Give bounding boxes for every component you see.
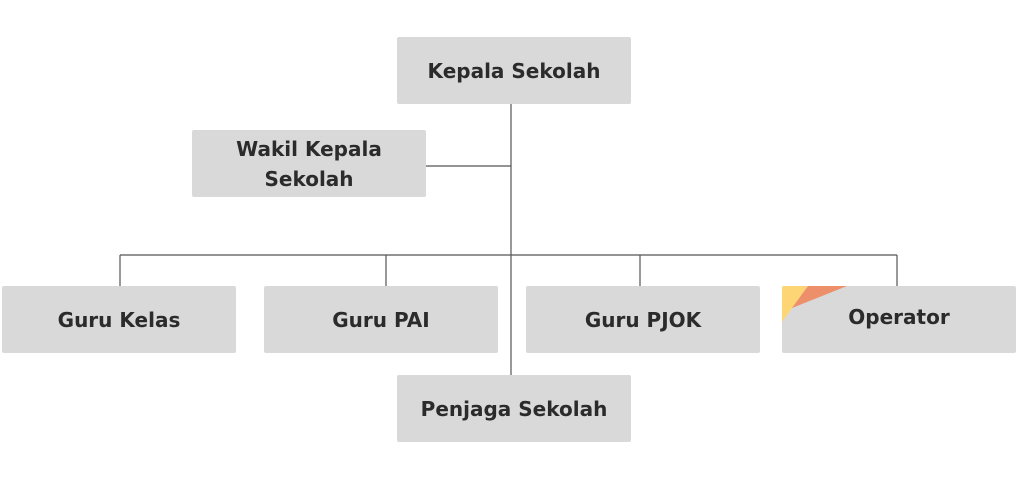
node-label: Guru PJOK	[584, 307, 702, 332]
node-staff: Guru Kelas	[2, 286, 236, 353]
node-operator: Operator	[782, 286, 1016, 353]
node-label: Operator	[848, 304, 950, 329]
node-staff: Guru PJOK	[526, 286, 760, 353]
node-deputy: Wakil Kepala Sekolah	[192, 130, 426, 197]
node-label: Wakil Kepala Sekolah	[236, 136, 382, 191]
node-label: Kepala Sekolah	[427, 58, 601, 83]
node-label: Penjaga Sekolah	[420, 396, 608, 421]
node-label: Guru PAI	[332, 307, 430, 332]
node-staff: Guru PAI	[264, 286, 498, 353]
node-label: Guru Kelas	[57, 307, 181, 332]
node-bottom: Penjaga Sekolah	[397, 375, 631, 442]
corner-accent-icon	[782, 286, 847, 322]
node-head: Kepala Sekolah	[397, 37, 631, 104]
